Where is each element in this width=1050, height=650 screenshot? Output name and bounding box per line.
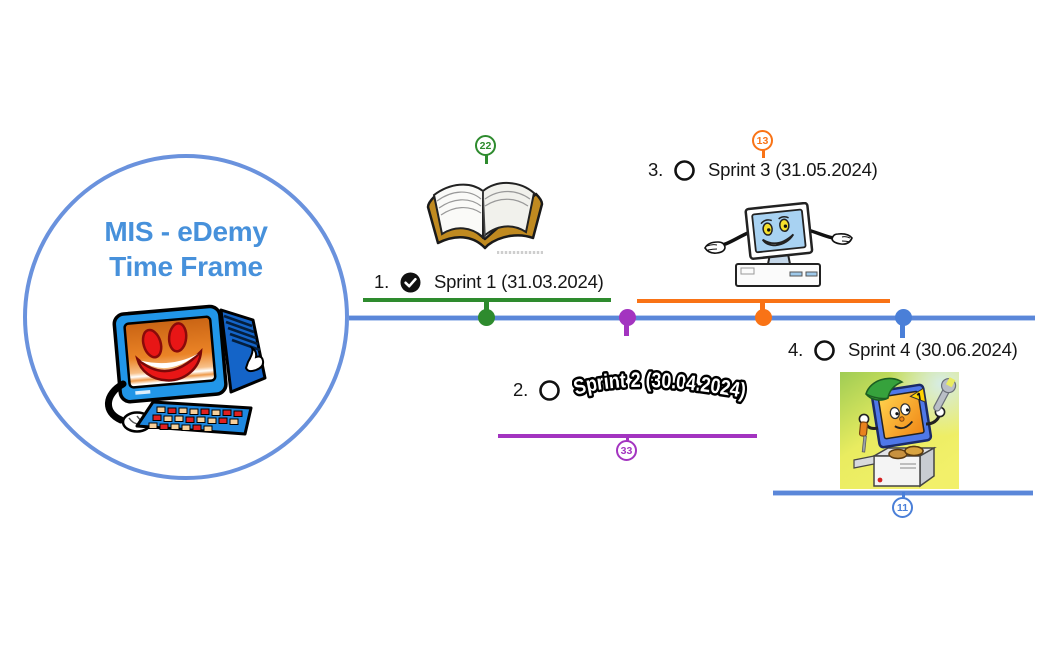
sprint3-badge-stem [762,150,765,158]
sprint3-dot-stem [760,301,765,312]
checked-task-icon[interactable] [400,272,421,293]
sprint2-count: 33 [620,444,633,457]
unchecked-task-icon[interactable] [539,379,560,401]
sprint2-badge-stem [626,434,629,442]
sprint1-count-badge[interactable]: 22 [475,135,496,156]
sprint2-timeline-dot [619,309,636,326]
sprint4-badge-stem [902,492,905,499]
sprint3-number: 3. [648,159,664,180]
sprint2-number: 2. [513,379,529,400]
repair-computer-clipart[interactable] [840,372,959,489]
unchecked-task-icon[interactable] [674,159,695,181]
sprint2-count-badge[interactable]: 33 [616,440,637,461]
clipart-watermark [497,251,543,254]
sprint3-count: 13 [756,134,769,147]
sprint1-row[interactable]: 1. Sprint 1 (31.03.2024) [374,271,604,293]
sprint2-row[interactable]: 2. Sprint 2 (30.04.2024) [513,366,754,409]
sprint3-timeline-dot [755,309,772,326]
sprint4-count: 11 [896,501,909,514]
sprint3-count-badge[interactable]: 13 [752,130,773,151]
sprint4-timeline-dot [895,309,912,326]
sprint4-number: 4. [788,339,804,360]
title-line-1: MIS - eDemy [104,216,268,247]
sprint1-number: 1. [374,271,390,292]
central-topic[interactable]: MIS - eDemy Time Frame [23,154,349,480]
svg-text:Sprint 2 (30.04.2024): Sprint 2 (30.04.2024) [572,369,748,403]
sprint4-label[interactable]: Sprint 4 (30.06.2024) [848,339,1018,360]
sprint1-timeline-dot [478,309,495,326]
sprint1-dot-stem [484,300,489,312]
timeline-main-line [349,316,1035,320]
title-line-2: Time Frame [109,251,263,282]
open-book-clipart[interactable] [424,177,546,257]
central-topic-title: MIS - eDemy Time Frame [27,214,345,284]
sprint2-wordart-label[interactable]: Sprint 2 (30.04.2024) [572,363,754,409]
unchecked-task-icon[interactable] [814,339,835,361]
sprint2-label[interactable]: Sprint 2 (30.04.2024) [572,366,750,405]
sprint3-row[interactable]: 3. Sprint 3 (31.05.2024) [648,159,878,181]
sprint1-label[interactable]: Sprint 1 (31.03.2024) [434,271,604,292]
smiley-computer-clipart[interactable] [101,298,277,440]
sprint2-dot-stem [624,321,629,336]
sprint1-badge-stem [485,155,488,164]
sprint4-dot-stem [900,321,905,338]
sprint1-count: 22 [479,139,492,152]
sprint4-count-badge[interactable]: 11 [892,497,913,518]
sprint4-row[interactable]: 4. Sprint 4 (30.06.2024) [788,339,1018,361]
shrugging-computer-clipart[interactable] [702,202,854,294]
sprint3-label[interactable]: Sprint 3 (31.05.2024) [708,159,878,180]
